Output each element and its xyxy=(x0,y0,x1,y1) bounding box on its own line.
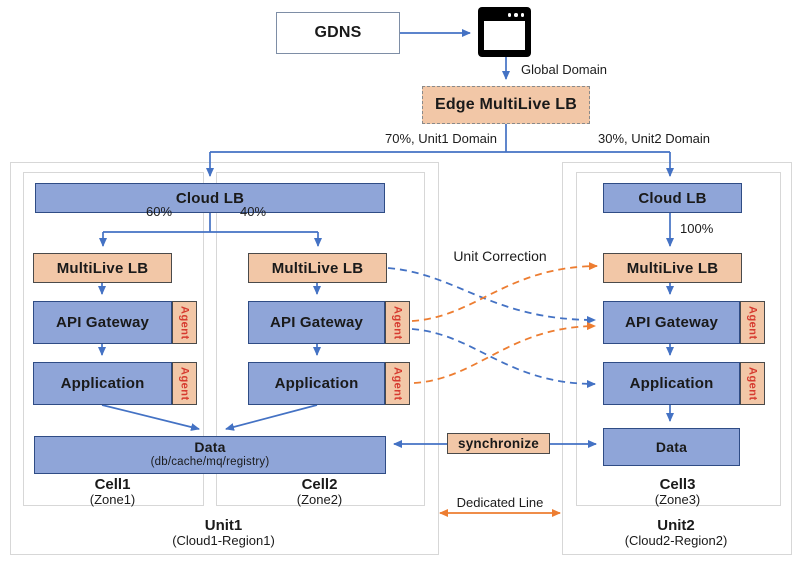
cell1-api-gateway-box: API Gateway xyxy=(33,301,172,344)
unit2-container xyxy=(562,162,792,555)
unit2-data-title: Data xyxy=(655,439,688,455)
agent-label: Agent xyxy=(391,366,404,401)
cell3-zone: (Zone3) xyxy=(654,492,701,507)
unit2-multilive-lb-box: MultiLive LB xyxy=(603,253,742,283)
cell1-application-label: Application xyxy=(60,375,145,392)
arrow-cell2-app-to-data xyxy=(225,404,318,431)
synchronize-box: synchronize xyxy=(447,433,550,454)
unit1-cloud-lb-box: Cloud LB xyxy=(35,183,385,213)
global-domain-label: Global Domain xyxy=(521,62,607,77)
cell2-application-label: Application xyxy=(274,375,359,392)
dashed-cell2-mlb-to-unit2-apigw xyxy=(387,267,596,324)
cell2-name: Cell2 xyxy=(301,476,338,493)
cell3-container xyxy=(576,172,781,506)
unit2-pct-100-label: 100% xyxy=(680,221,714,236)
unit2-data-box: Data xyxy=(603,428,740,466)
unit-correction-label: Unit Correction xyxy=(453,248,547,264)
unit1-data-title: Data xyxy=(194,439,226,455)
edge-multilive-lb-box: Edge MultiLive LB xyxy=(422,86,590,124)
browser-pane xyxy=(484,21,525,50)
unit1-cloud-lb-label: Cloud LB xyxy=(175,189,245,207)
cell1-api-gateway-label: API Gateway xyxy=(55,314,150,331)
unit2-multilive-lb-label: MultiLive LB xyxy=(626,259,719,277)
edge-lb-branch-line xyxy=(210,124,670,153)
cell2-application-agent-tag: Agent xyxy=(385,362,410,405)
agent-label: Agent xyxy=(178,305,191,340)
browser-dots-icon xyxy=(507,13,524,17)
agent-label: Agent xyxy=(746,366,759,401)
dashed-cell2-apigw-to-unit2-mlb xyxy=(411,262,598,322)
unit1-caption: Unit1 (Cloud1-Region1) xyxy=(10,518,437,548)
cell1-application-agent-tag: Agent xyxy=(172,362,197,405)
unit2-cloud-lb-label: Cloud LB xyxy=(638,189,707,207)
unit2-application-label: Application xyxy=(629,375,714,392)
gdns-box: GDNS xyxy=(276,12,400,54)
cell2-caption: Cell2 (Zone2) xyxy=(216,477,423,507)
dashed-cell2-app-to-unit2-apigw xyxy=(413,322,596,384)
unit1-pct-40-label: 40% xyxy=(240,204,267,219)
unit1-name: Unit1 xyxy=(204,517,243,534)
synchronize-label: synchronize xyxy=(458,436,539,451)
unit1-pct-60-label: 60% xyxy=(146,204,173,219)
cell1-container xyxy=(23,172,204,506)
cell3-caption: Cell3 (Zone3) xyxy=(576,477,779,507)
cell2-container xyxy=(216,172,425,506)
cell2-multilive-lb-box: MultiLive LB xyxy=(248,253,387,283)
unit2-branch-label: 30%, Unit2 Domain xyxy=(598,131,710,146)
cell1-name: Cell1 xyxy=(94,476,131,493)
unit1-data-box: Data (db/cache/mq/registry) xyxy=(34,436,386,474)
unit2-api-gateway-label: API Gateway xyxy=(624,314,719,331)
agent-label: Agent xyxy=(746,305,759,340)
cell1-multilive-lb-box: MultiLive LB xyxy=(33,253,172,283)
unit1-region: (Cloud1-Region1) xyxy=(172,533,275,548)
cell3-name: Cell3 xyxy=(659,476,696,493)
dashed-cell2-apigw-to-unit2-app xyxy=(411,328,596,388)
arrow-cell1-app-to-data xyxy=(101,404,200,431)
cell2-application-box: Application xyxy=(248,362,385,405)
gdns-label: GDNS xyxy=(314,24,362,41)
unit2-caption: Unit2 (Cloud2-Region2) xyxy=(562,518,790,548)
agent-label: Agent xyxy=(391,305,404,340)
agent-label: Agent xyxy=(178,366,191,401)
cell1-multilive-lb-label: MultiLive LB xyxy=(56,259,149,277)
unit2-cloud-lb-box: Cloud LB xyxy=(603,183,742,213)
cell2-multilive-lb-label: MultiLive LB xyxy=(271,259,364,277)
unit1-data-subtitle: (db/cache/mq/registry) xyxy=(150,456,270,468)
cell1-api-gateway-agent-tag: Agent xyxy=(172,301,197,344)
unit2-name: Unit2 xyxy=(657,517,695,534)
cell2-api-gateway-box: API Gateway xyxy=(248,301,385,344)
cell2-api-gateway-agent-tag: Agent xyxy=(385,301,410,344)
unit1-cloudlb-split-line xyxy=(103,213,318,233)
cell1-zone: (Zone1) xyxy=(89,492,136,507)
cell1-caption: Cell1 (Zone1) xyxy=(23,477,202,507)
unit1-container xyxy=(10,162,439,555)
cell2-zone: (Zone2) xyxy=(296,492,343,507)
cell1-application-box: Application xyxy=(33,362,172,405)
unit2-api-gateway-agent-tag: Agent xyxy=(740,301,765,344)
unit2-api-gateway-box: API Gateway xyxy=(603,301,740,344)
unit2-region: (Cloud2-Region2) xyxy=(624,533,728,548)
browser-icon xyxy=(478,7,531,57)
cell2-api-gateway-label: API Gateway xyxy=(269,314,364,331)
unit1-branch-label: 70%, Unit1 Domain xyxy=(385,131,497,146)
unit2-application-agent-tag: Agent xyxy=(740,362,765,405)
dedicated-line-label: Dedicated Line xyxy=(456,495,544,510)
edge-multilive-lb-label: Edge MultiLive LB xyxy=(434,96,578,113)
unit2-application-box: Application xyxy=(603,362,740,405)
